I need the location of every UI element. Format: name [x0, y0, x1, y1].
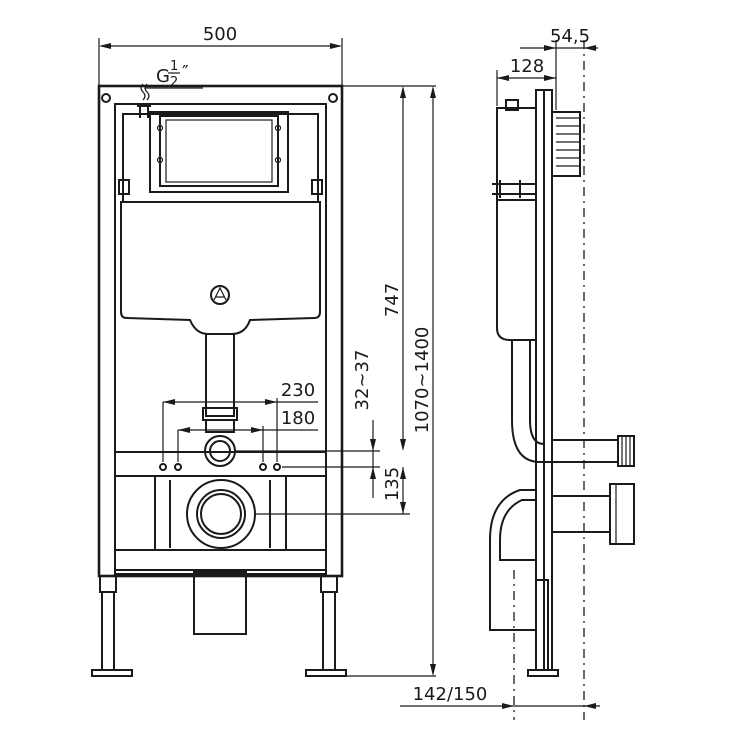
bolt-hole [259, 463, 267, 471]
drain-bracket [154, 476, 287, 550]
thread-suffix: ″ [182, 62, 189, 83]
dim-label-54-5: 54,5 [550, 26, 590, 47]
clip-right [311, 179, 323, 195]
frame-outer [97, 84, 344, 578]
dimension-bolt-180: 180 [177, 408, 318, 462]
dim-label-128: 128 [510, 56, 544, 77]
dim-label-500: 500 [203, 24, 237, 45]
dim-label-747: 747 [382, 283, 403, 317]
dimension-bolt-height: 135 [382, 467, 406, 514]
side-inlet [492, 180, 536, 198]
dimension-inlet-thread: G 1 2 ″ [145, 59, 203, 90]
drain-outlet-mid [196, 489, 246, 539]
screw [156, 156, 164, 164]
dimension-side-128: 128 [496, 40, 557, 110]
front-view [91, 83, 347, 677]
thread-prefix: G [156, 66, 170, 87]
mount-hole-left [101, 93, 111, 103]
side-view [489, 40, 635, 720]
dimension-wall-depth: 142/150 [400, 684, 600, 709]
side-drain [489, 483, 635, 631]
brand-logo-icon [210, 285, 230, 305]
water-inlet [137, 83, 151, 118]
dim-label-1070-1400: 1070~1400 [412, 327, 433, 434]
dimension-frame-height: 1070~1400 [412, 86, 436, 676]
side-valve [505, 99, 519, 111]
dim-label-32-37: 32~37 [352, 350, 373, 411]
dim-label-180: 180 [281, 408, 315, 429]
mount-hole-right [328, 93, 338, 103]
dim-label-135: 135 [382, 467, 403, 501]
inspection-opening-core [165, 119, 273, 183]
flush-pipe-joint [202, 407, 238, 421]
leg-left [91, 575, 133, 677]
thread-fraction-den: 2 [170, 75, 178, 90]
flush-pipe-elbow [205, 419, 235, 433]
screw [274, 124, 282, 132]
dimension-side-54-5: 54,5 [520, 26, 598, 51]
side-flush-pipe [511, 340, 552, 463]
side-flush-connector [551, 435, 635, 467]
waste-pipe [193, 571, 247, 635]
flush-pipe [205, 333, 235, 417]
side-actuator-thread [551, 111, 581, 177]
dim-label-230: 230 [281, 380, 315, 401]
dimension-pipe-offset: 32~37 [352, 350, 376, 498]
bolt-hole [174, 463, 182, 471]
side-leg [535, 579, 549, 671]
frame-inner [114, 103, 327, 575]
dimension-bolt-230: 230 [162, 380, 318, 462]
side-cistern [496, 107, 537, 341]
inspection-opening-inner [159, 115, 279, 187]
screw [156, 124, 164, 132]
dimension-frame-width: 500 [98, 24, 343, 86]
side-foot [527, 669, 559, 677]
clip-left [118, 179, 130, 195]
dimension-cistern-height: 747 [382, 86, 406, 451]
thread-fraction-num: 1 [170, 59, 178, 74]
screw [274, 156, 282, 164]
dim-label-142-150: 142/150 [413, 684, 488, 705]
cistern-body [120, 201, 321, 335]
bolt-hole [273, 463, 281, 471]
leg-right [305, 575, 347, 677]
drain-outlet-inner [200, 493, 242, 535]
bolt-hole [159, 463, 167, 471]
inspection-opening [149, 111, 289, 193]
